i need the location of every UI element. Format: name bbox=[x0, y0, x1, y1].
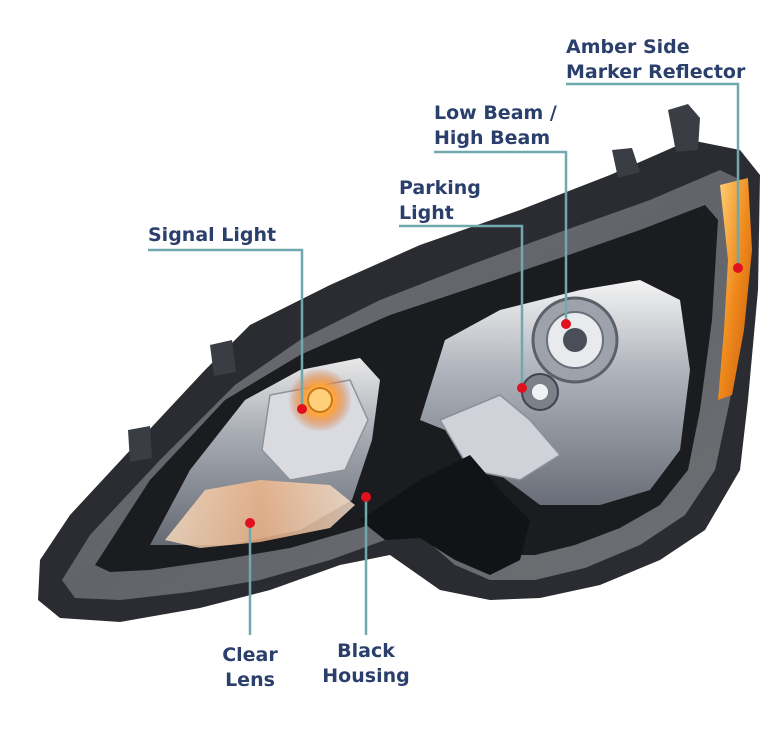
projector-core bbox=[563, 328, 587, 352]
black-housing-panel bbox=[360, 455, 530, 575]
leader-amber-side-marker bbox=[566, 82, 740, 268]
dot-amber-side-marker bbox=[733, 263, 743, 273]
clear-lens-area bbox=[165, 480, 355, 548]
mount-tab-left bbox=[210, 340, 236, 376]
mount-tab-mid bbox=[612, 148, 640, 178]
dot-low-high-beam bbox=[561, 319, 571, 329]
label-signal-line1: Signal Light bbox=[148, 224, 277, 246]
label-amber-line1: Amber Side bbox=[566, 36, 690, 58]
mount-tab-far-left bbox=[128, 426, 152, 462]
leader-lines bbox=[148, 82, 740, 635]
mount-tab-top bbox=[668, 104, 700, 152]
leader-parking-light bbox=[399, 224, 524, 388]
label-clear-line2: Lens bbox=[225, 669, 275, 691]
marker-dots bbox=[245, 263, 743, 528]
label-clear-lens: Clear Lens bbox=[208, 643, 292, 693]
label-amber-side-marker: Amber Side Marker Reflector bbox=[566, 35, 745, 85]
dot-clear-lens bbox=[245, 518, 255, 528]
label-housing-line2: Housing bbox=[322, 665, 410, 687]
label-beam-line1: Low Beam / bbox=[434, 102, 557, 124]
label-black-housing: Black Housing bbox=[310, 639, 422, 689]
dot-black-housing bbox=[361, 492, 371, 502]
label-beam-line2: High Beam bbox=[434, 127, 551, 149]
leader-signal-light bbox=[148, 248, 304, 409]
label-parking-line2: Light bbox=[399, 202, 454, 224]
dot-signal-light bbox=[297, 404, 307, 414]
label-parking-line1: Parking bbox=[399, 177, 481, 199]
label-parking-light: Parking Light bbox=[399, 176, 481, 226]
leader-low-high-beam bbox=[434, 150, 568, 324]
parking-bulb bbox=[532, 384, 548, 400]
amber-side-marker bbox=[718, 178, 752, 400]
label-clear-line1: Clear bbox=[222, 644, 278, 666]
label-low-high-beam: Low Beam / High Beam bbox=[434, 101, 557, 151]
dot-parking-light bbox=[517, 383, 527, 393]
signal-bulb bbox=[307, 387, 333, 413]
label-signal-light: Signal Light bbox=[148, 223, 276, 248]
label-amber-line2: Marker Reflector bbox=[566, 61, 746, 83]
label-housing-line1: Black bbox=[337, 640, 395, 662]
